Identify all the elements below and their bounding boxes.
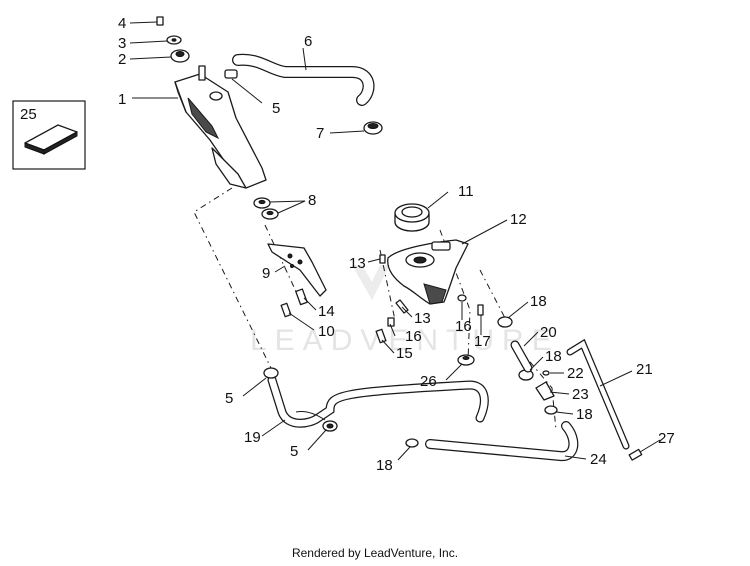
part-23-tee [535,381,555,401]
callout-18-low: 18 [576,406,593,423]
callout-9: 9 [262,265,270,282]
callout-14: 14 [318,303,335,320]
callout-20: 20 [540,324,557,341]
callout-8: 8 [308,192,316,209]
callout-21: 21 [636,361,653,378]
leader-lines [129,21,661,461]
callout-2: 2 [118,51,126,68]
part-3-washer [166,35,182,45]
callout-5-top: 5 [272,100,280,117]
callout-7: 7 [316,125,324,142]
part-18-clamp-d [405,438,419,448]
callout-25: 25 [20,106,37,123]
part-9-bracket [267,243,327,297]
callout-23: 23 [572,386,589,403]
callout-18-bottom: 18 [376,457,393,474]
part-25-pad [12,100,86,170]
part-1-reservoir [174,65,267,189]
part-4-screw [156,16,164,26]
callout-5-mid: 5 [225,390,233,407]
part-2-grommet [170,49,190,63]
part-19-hose [267,375,489,428]
callout-19: 19 [244,429,261,446]
watermark: LEADVENTURE [250,265,560,357]
callout-3: 3 [118,35,126,52]
part-21-rod [566,338,630,450]
callouts: 1 2 3 4 5 6 7 8 9 10 11 12 13 13 14 15 1… [20,15,675,474]
part-5-clamp-top [224,69,238,79]
callout-22: 22 [567,365,584,382]
assembly-centerlines [193,187,557,431]
callout-4: 4 [118,15,126,32]
part-12-tank [387,239,469,305]
part-6-hose [232,53,375,106]
callout-1: 1 [118,91,126,108]
part-10-screw [280,302,292,318]
part-5-clamp-mid [263,367,279,379]
callout-6: 6 [304,33,312,50]
part-16-nut-b [387,317,395,327]
part-20-tube [510,340,533,373]
part-14-bolt [295,288,308,306]
callout-18-mid: 18 [545,348,562,365]
callout-11: 11 [458,183,474,200]
callout-16-right: 16 [455,318,472,335]
callout-26: 26 [420,373,437,390]
footer-credit: Rendered by LeadVenture, Inc. [291,546,459,560]
callout-13-top: 13 [349,255,366,272]
callout-17: 17 [474,333,491,350]
callout-27: 27 [658,430,675,447]
callout-24: 24 [590,451,607,468]
part-22-ring [542,370,550,376]
callout-12: 12 [510,211,527,228]
part-5-clamp-low [322,420,338,432]
part-7-cap-ring [363,121,383,135]
part-18-clamp-a [497,316,513,328]
callout-16-left: 16 [405,328,422,345]
callout-10: 10 [318,323,335,340]
callout-5-low: 5 [290,443,298,460]
part-18-clamp-c [544,405,558,415]
part-16-nut-a [457,294,467,302]
part-17-bolt [477,304,484,316]
part-27-plug [628,448,643,461]
callout-15: 15 [396,345,413,362]
callout-13-bottom: 13 [414,310,431,327]
part-26-fitting [457,354,475,366]
part-24-hose [425,421,579,462]
part-8-bushings [253,197,279,220]
part-13-screw-a [379,254,386,264]
part-11-fill-cap [394,203,430,232]
watermark-text: LEADVENTURE [250,324,560,357]
callout-18-top: 18 [530,293,547,310]
